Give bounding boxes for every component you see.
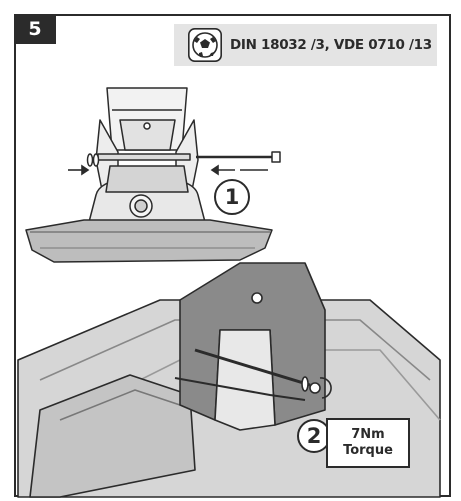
insertion-arrows: [68, 164, 268, 176]
torque-label-box: 7Nm Torque: [326, 418, 410, 468]
torque-label: Torque: [343, 443, 393, 458]
callout-1: 1: [214, 179, 250, 215]
torque-value: 7Nm: [351, 427, 385, 442]
step-number-badge: 5: [14, 14, 56, 44]
standard-reference-box: DIN 18032 /3, VDE 0710 /13: [174, 24, 437, 66]
upper-luminaire-drawing: [25, 87, 281, 263]
soccer-ball-icon: [188, 28, 222, 62]
standard-reference-text: DIN 18032 /3, VDE 0710 /13: [230, 37, 432, 53]
lower-mounting-detail: [17, 262, 441, 498]
